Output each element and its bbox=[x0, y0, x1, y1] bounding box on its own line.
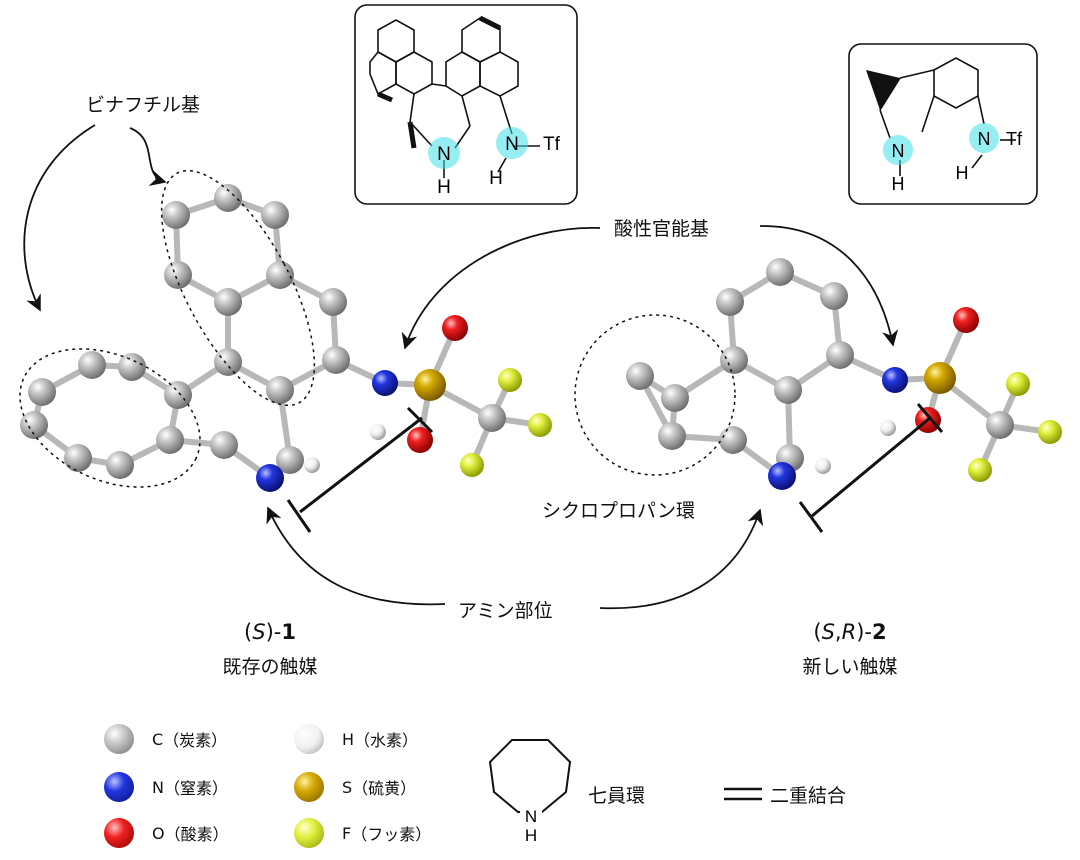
nitrogen-ball-icon bbox=[104, 772, 134, 802]
box2-h-label: H bbox=[892, 174, 905, 194]
molecule-1-model bbox=[19, 169, 552, 492]
legend-nitrogen: N（窒素） bbox=[104, 772, 228, 802]
compound-1-caption: 既存の触媒 bbox=[222, 656, 318, 678]
ring-n-label: N bbox=[525, 807, 537, 826]
compound-2-name: (S,R)-2 bbox=[813, 620, 887, 644]
structure-box-1: N H N H Tf bbox=[354, 4, 578, 205]
compound-2-caption: 新しい触媒 bbox=[802, 656, 898, 678]
box2-tf-label: Tf bbox=[1006, 129, 1023, 149]
annotation-arrows bbox=[23, 124, 899, 610]
oxygen-ball-icon bbox=[104, 818, 134, 848]
structure-box-2: N H N H Tf bbox=[848, 43, 1038, 205]
sulfur-ball-icon bbox=[294, 772, 324, 802]
box1-n-label: N bbox=[437, 144, 451, 165]
box2-n2-label: N bbox=[978, 129, 991, 149]
box1-h2-label: H bbox=[489, 168, 503, 189]
azepane-ring: N H bbox=[488, 739, 572, 845]
compound-1-name: (S)-1 bbox=[244, 620, 296, 644]
double-bond-symbol bbox=[724, 787, 762, 801]
carbon-ball-icon bbox=[104, 724, 134, 754]
compound-2-label: (S,R)-2 新しい触媒 bbox=[770, 620, 930, 679]
box2-h2-label: H bbox=[956, 163, 969, 183]
label-cyclopropane: シクロプロパン環 bbox=[542, 500, 695, 522]
molecule-2-model bbox=[574, 258, 1062, 490]
legend-carbon: C（炭素） bbox=[104, 724, 227, 754]
label-binaphthyl: ビナフチル基 bbox=[86, 94, 201, 116]
box1-h-label: H bbox=[437, 177, 451, 198]
box1-n2-label: N bbox=[505, 134, 519, 155]
interaction-bars bbox=[286, 403, 944, 533]
legend-ring-label: 七員環 bbox=[588, 785, 646, 807]
label-amine: アミン部位 bbox=[458, 600, 553, 622]
hydrogen-ball-icon bbox=[294, 724, 324, 754]
legend-double-bond-label: 二重結合 bbox=[770, 785, 847, 807]
legend-hydrogen: H（水素） bbox=[294, 724, 418, 754]
compound-1-label: (S)-1 既存の触媒 bbox=[200, 620, 340, 679]
box1-tf-label: Tf bbox=[543, 134, 561, 155]
ring-h-label: H bbox=[525, 826, 537, 845]
legend-sulfur: S（硫黄） bbox=[294, 772, 416, 802]
label-acidic-group: 酸性官能基 bbox=[614, 218, 710, 240]
legend-oxygen: O（酸素） bbox=[104, 818, 229, 848]
box2-n-label: N bbox=[892, 141, 905, 161]
legend-fluorine: F（フッ素） bbox=[294, 818, 431, 848]
fluorine-ball-icon bbox=[294, 818, 324, 848]
